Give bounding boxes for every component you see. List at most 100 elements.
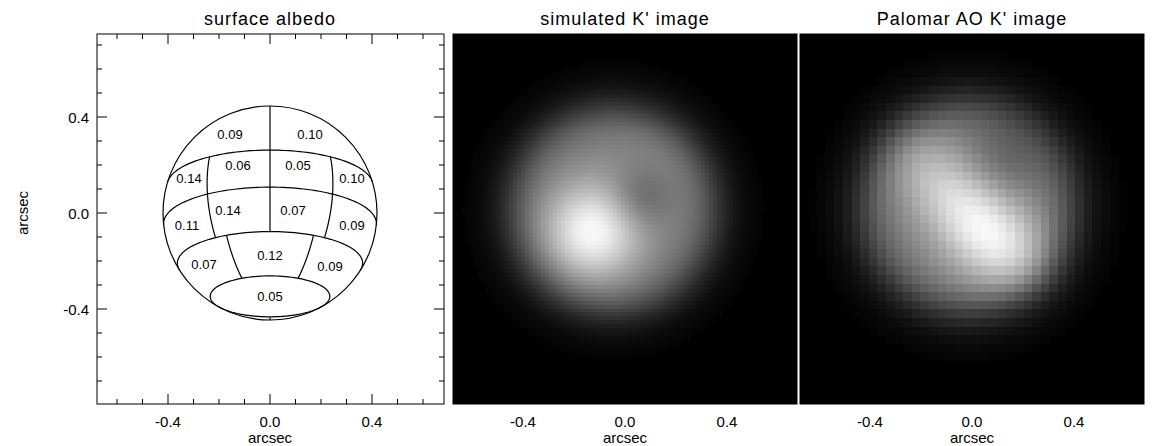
image-pixel: [565, 157, 570, 161]
image-pixel: [601, 94, 606, 98]
image-pixel: [577, 102, 582, 106]
image-pixel: [705, 94, 710, 98]
image-pixel: [657, 137, 662, 141]
image-pixel: [673, 189, 678, 193]
image-pixel: [601, 110, 606, 114]
image-pixel: [589, 173, 594, 177]
image-pixel: [637, 177, 642, 181]
image-pixel: [577, 185, 582, 189]
image-pixel: [697, 145, 702, 149]
image-pixel: [741, 133, 746, 137]
image-pixel: [477, 161, 482, 165]
image-pixel: [533, 82, 538, 86]
image-pixel: [561, 98, 566, 102]
image-pixel: [601, 157, 606, 161]
image-pixel: [637, 114, 642, 118]
image-pixel: [665, 118, 670, 122]
image-pixel: [529, 165, 534, 169]
image-pixel: [617, 70, 622, 74]
image-pixel: [629, 181, 634, 185]
image-pixel: [521, 133, 526, 137]
image-pixel: [625, 90, 630, 94]
image-pixel: [653, 157, 658, 161]
image-pixel: [725, 149, 730, 153]
image-pixel: [709, 173, 714, 177]
image-pixel: [553, 141, 558, 145]
image-pixel: [625, 193, 630, 197]
image-pixel: [617, 133, 622, 137]
image-pixel: [689, 133, 694, 137]
image-pixel: [585, 161, 590, 165]
image-pixel: [561, 145, 566, 149]
image-pixel: [745, 145, 750, 149]
image-pixel: [665, 157, 670, 161]
image-pixel: [713, 133, 718, 137]
image-pixel: [629, 114, 634, 118]
image-pixel: [613, 161, 618, 165]
image-pixel: [677, 94, 682, 98]
image-pixel: [673, 177, 678, 181]
image-pixel: [481, 169, 486, 173]
image-pixel: [697, 141, 702, 145]
image-pixel: [669, 70, 674, 74]
image-pixel: [509, 129, 514, 133]
image-pixel: [669, 114, 674, 118]
image-pixel: [541, 169, 546, 173]
image-pixel: [589, 122, 594, 126]
image-pixel: [545, 114, 550, 118]
image-pixel: [609, 153, 614, 157]
image-pixel: [637, 185, 642, 189]
image-pixel: [569, 94, 574, 98]
image-pixel: [585, 137, 590, 141]
image-pixel: [581, 165, 586, 169]
image-pixel: [733, 141, 738, 145]
image-pixel: [613, 181, 618, 185]
image-pixel: [697, 102, 702, 106]
image-pixel: [613, 141, 618, 145]
image-pixel: [597, 62, 602, 66]
image-pixel: [677, 153, 682, 157]
image-pixel: [597, 98, 602, 102]
image-pixel: [733, 173, 738, 177]
image-pixel: [721, 185, 726, 189]
image-pixel: [741, 193, 746, 197]
image-pixel: [657, 114, 662, 118]
image-pixel: [517, 161, 522, 165]
image-pixel: [709, 149, 714, 153]
image-pixel: [753, 189, 758, 193]
image-pixel: [521, 137, 526, 141]
image-pixel: [625, 126, 630, 130]
image-pixel: [597, 90, 602, 94]
image-pixel: [697, 173, 702, 177]
image-pixel: [697, 181, 702, 185]
image-pixel: [697, 129, 702, 133]
image-pixel: [617, 157, 622, 161]
image-pixel: [529, 98, 534, 102]
image-pixel: [557, 141, 562, 145]
image-pixel: [681, 106, 686, 110]
image-pixel: [641, 86, 646, 90]
image-pixel: [637, 74, 642, 78]
image-pixel: [557, 185, 562, 189]
image-pixel: [609, 141, 614, 145]
image-pixel: [481, 165, 486, 169]
image-pixel: [685, 169, 690, 173]
image-pixel: [693, 185, 698, 189]
image-pixel: [665, 94, 670, 98]
image-pixel: [701, 189, 706, 193]
image-pixel: [621, 78, 626, 82]
image-pixel: [501, 118, 506, 122]
image-pixel: [533, 90, 538, 94]
image-pixel: [549, 102, 554, 106]
image-pixel: [633, 169, 638, 173]
image-pixel: [549, 122, 554, 126]
image-pixel: [685, 153, 690, 157]
image-pixel: [581, 74, 586, 78]
image-pixel: [657, 122, 662, 126]
image-pixel: [645, 86, 650, 90]
image-pixel: [509, 181, 514, 185]
image-pixel: [613, 78, 618, 82]
image-pixel: [565, 114, 570, 118]
image-pixel: [497, 145, 502, 149]
image-pixel: [689, 114, 694, 118]
